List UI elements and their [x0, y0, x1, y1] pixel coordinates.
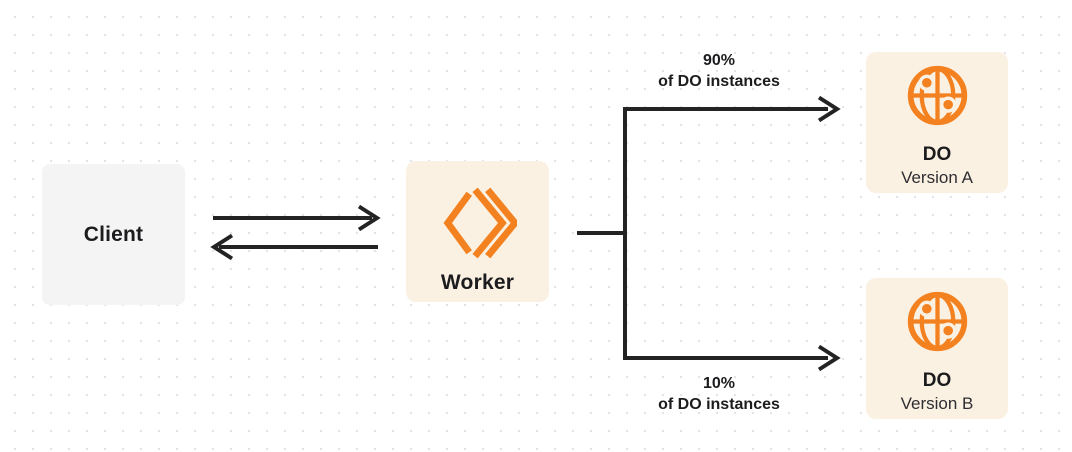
do-version-b-node: DO Version B	[866, 278, 1008, 419]
arrowhead-bottom-icon	[817, 344, 841, 372]
do-b-title: DO	[922, 370, 952, 391]
globe-icon	[907, 291, 967, 352]
worker-label: Worker	[440, 271, 515, 294]
traffic-split-connector	[577, 95, 841, 372]
do-a-title: DO	[922, 144, 952, 165]
split-bottom-percent: 10%	[702, 375, 736, 392]
arrowhead-top-icon	[817, 95, 841, 123]
do-a-subtitle: Version A	[901, 168, 973, 187]
do-version-a-node: DO Version A	[866, 52, 1008, 193]
arrow-client-to-worker	[213, 204, 381, 232]
client-node: Client	[42, 164, 185, 305]
arrowhead-right-icon	[357, 204, 381, 232]
do-b-subtitle: Version B	[900, 394, 974, 413]
traffic-split-label-top: 90% of DO instances	[609, 51, 829, 92]
split-top-percent: 90%	[702, 52, 736, 69]
globe-icon	[907, 65, 967, 126]
workers-chevrons-icon	[443, 187, 517, 259]
split-bottom-caption: of DO instances	[658, 395, 780, 413]
arrow-worker-to-client	[210, 233, 378, 261]
client-label: Client	[83, 222, 144, 246]
arrowhead-left-icon	[210, 233, 234, 261]
worker-node: Worker	[406, 161, 549, 302]
split-top-caption: of DO instances	[658, 72, 780, 90]
traffic-split-label-bottom: 10% of DO instances	[609, 374, 829, 415]
